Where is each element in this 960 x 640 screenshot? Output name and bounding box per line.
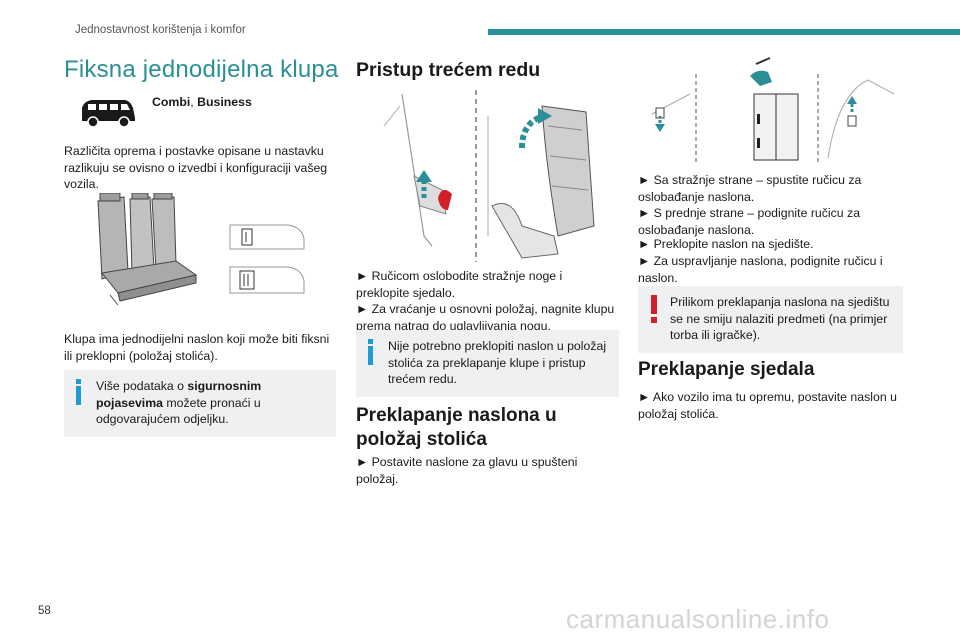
running-header: Jednostavnost korištenja i komfor bbox=[75, 24, 246, 36]
subsection-title-table: Preklapanje naslona u položaj stolića bbox=[356, 405, 557, 450]
intro-text: Različita oprema i postavke opisane u na… bbox=[64, 144, 328, 192]
warning-text: Prilikom preklapanja naslona na sjedištu… bbox=[670, 295, 890, 343]
info-text-pre: Više podataka o bbox=[96, 379, 188, 393]
info-icon bbox=[366, 339, 376, 365]
bench-text: Klupa ima jednodijelni naslon koji može … bbox=[64, 332, 330, 363]
step-rear-release: ► Sa stražnje strane – spustite ručicu z… bbox=[638, 173, 862, 204]
fold-bench-illustration bbox=[372, 86, 618, 262]
step-front-release: ► S prednje strane – podignite ručicu za… bbox=[638, 206, 861, 237]
version-business: Business bbox=[197, 95, 252, 109]
info-text-post: možete pronaći u odgovarajućem odjeljku. bbox=[96, 395, 261, 427]
page-number: 58 bbox=[38, 605, 51, 617]
header-accent-bar bbox=[488, 29, 960, 35]
info-box-seatbelts: Više podataka o sigurnosnim pojasevima m… bbox=[64, 370, 336, 437]
watermark: carmanualsonline.info bbox=[566, 604, 830, 634]
info-text-access: Nije potrebno preklopiti naslon u položa… bbox=[388, 339, 607, 387]
step-release-legs: ► Ručicom oslobodite stražnje noge i pre… bbox=[356, 269, 563, 300]
section-title: Fiksna jednodijelna klupa bbox=[64, 56, 339, 83]
van-icon bbox=[78, 96, 138, 128]
info-icon bbox=[74, 379, 84, 405]
bench-illustration bbox=[88, 193, 320, 309]
warning-box: Prilikom preklapanja naslona na sjedištu… bbox=[638, 286, 903, 353]
version-combi: Combi bbox=[152, 95, 191, 109]
warning-icon bbox=[650, 295, 658, 323]
backrest-release-illustration bbox=[642, 54, 904, 164]
step-fold-backrest: ► Preklopite naslon na sjedište. bbox=[638, 237, 814, 251]
version-separator: , bbox=[190, 95, 198, 109]
subsection-title-fold-seats: Preklapanje sjedala bbox=[638, 359, 815, 380]
subsection-title-access: Pristup trećem redu bbox=[356, 59, 541, 81]
info-box-access: Nije potrebno preklopiti naslon u položa… bbox=[356, 330, 619, 397]
step-table-position: ► Ako vozilo ima tu opremu, postavite na… bbox=[638, 390, 897, 421]
info-link-seatbelts: sigurnosnim pojasevima bbox=[96, 379, 262, 410]
step-headrests: ► Postavite naslone za glavu u spušteni … bbox=[356, 455, 578, 486]
step-raise-backrest: ► Za uspravljanje naslona, podignite ruč… bbox=[638, 254, 883, 285]
step-return-bench: ► Za vraćanje u osnovni položaj, nagnite… bbox=[356, 302, 615, 333]
versions-label: Combi, Business bbox=[152, 95, 252, 109]
